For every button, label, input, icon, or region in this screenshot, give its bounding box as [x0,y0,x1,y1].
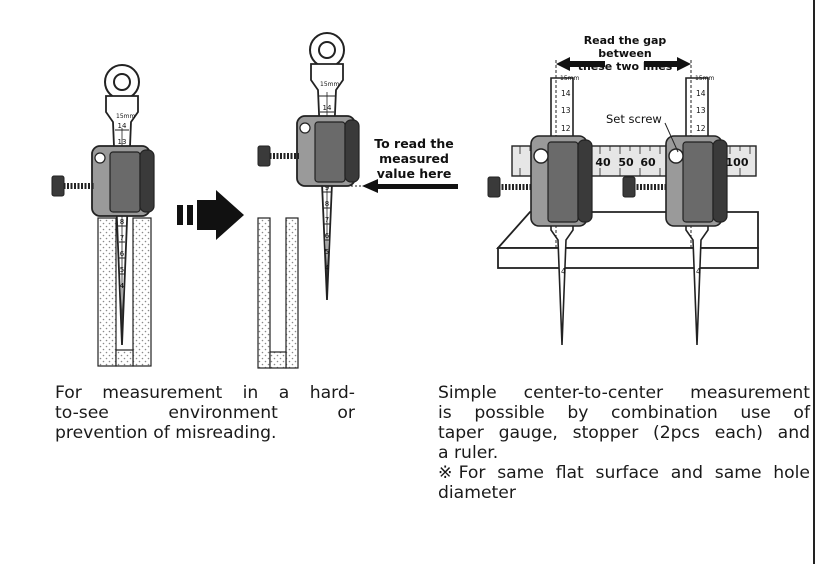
gauge-tick-14: 14 [118,122,127,130]
right-tick-4: 4 [696,267,701,276]
gauge2-tick-14: 14 [323,104,332,112]
hole-wall-right [132,217,152,367]
gauge-tick-7: 7 [120,234,124,242]
gauge-tick-6: 6 [120,250,125,258]
gauge-unit-label-2: 15mm [320,81,339,88]
hole-wall-left [97,217,117,367]
right-border-line [813,0,815,564]
gap-arrow-left [556,57,605,71]
read-value-label-3: value here [377,166,452,181]
taper-gauge-diagram: 15mm 14 13 12 11 10 9 8 7 6 5 4 [51,32,759,369]
gauge-tick-8: 8 [120,218,124,226]
ruler-label-40: 40 [595,156,611,169]
ruler-label-100: 100 [726,156,749,169]
gauge2-tick-5: 5 [325,248,329,256]
caption-right-line-3: taper gauge, stopper (2pcs each) and [438,423,810,443]
right-tick-14: 14 [696,89,706,98]
set-screw-leader [664,122,679,153]
gauge2-tick-8: 8 [325,200,329,208]
ruler-label-50: 50 [618,156,634,169]
left-tick-12: 12 [561,124,571,133]
gauge2-tick-9: 9 [325,184,329,192]
read-value-arrow [362,179,458,193]
caption-right: Simple center-to-center measurement is p… [438,383,810,503]
left-unit-label: 15mm [560,75,579,82]
read-value-label-1: To read the [374,136,454,151]
gauge-unit-label: 15mm [116,113,135,120]
left-tick-14: 14 [561,89,571,98]
right-tick-13: 13 [696,106,706,115]
caption-right-line-1: Simple center-to-center measurement [438,383,810,403]
gauge-tick-13: 13 [118,138,127,146]
left-tick-13: 13 [561,106,571,115]
gap-label-1: Read the gap [584,34,667,47]
caption-right-line-6: diameter [438,483,516,503]
gauge-tick-5: 5 [120,266,124,274]
gauge2-tick-7: 7 [325,216,329,224]
left-tick-4: 4 [561,267,566,276]
caption-right-line-2: is possible by combination use of [438,403,810,423]
gauge2-tick-4: 4 [325,264,330,272]
gauge2-tick-6: 6 [325,232,330,240]
empty-hole [257,217,299,369]
caption-right-line-5: ※For same flat surface and same hole [438,463,810,483]
caption-left-line-2: to-see environment or [55,403,355,423]
progress-arrow [177,190,244,240]
figure-gauge-removed: 15mm 14 13 12 11 10 9 8 7 6 5 4 To read … [257,32,458,369]
right-stopper [622,135,728,227]
right-tick-12: 12 [696,124,706,133]
left-stopper [487,135,593,227]
gap-label-3: these two lines [578,60,673,73]
hole-bottom [115,349,134,367]
caption-right-line-4: a ruler. [438,443,499,463]
set-screw [51,175,94,197]
stopper-clamp [91,145,155,217]
caption-left-line-1: For measurement in a hard- [55,383,355,403]
set-screw-label: Set screw [606,112,662,126]
gap-label-2: between [598,47,652,60]
gauge-tick-4: 4 [120,282,125,290]
caption-left-line-3: prevention of misreading. [55,423,277,443]
stopper-clamp-2 [296,115,360,187]
figure-center-to-center: 14 13 12 9 8 4 15mm 14 13 12 9 8 4 15mm [487,34,759,346]
read-value-label-2: measured [379,151,449,166]
caption-left: For measurement in a hard- to-see enviro… [55,383,355,443]
figure-gauge-in-hole: 15mm 14 13 12 11 10 9 8 7 6 5 4 [51,64,155,367]
set-screw-2 [257,145,299,167]
ruler-label-60: 60 [640,156,656,169]
right-unit-label: 15mm [695,75,714,82]
gap-arrow-right [644,57,691,71]
